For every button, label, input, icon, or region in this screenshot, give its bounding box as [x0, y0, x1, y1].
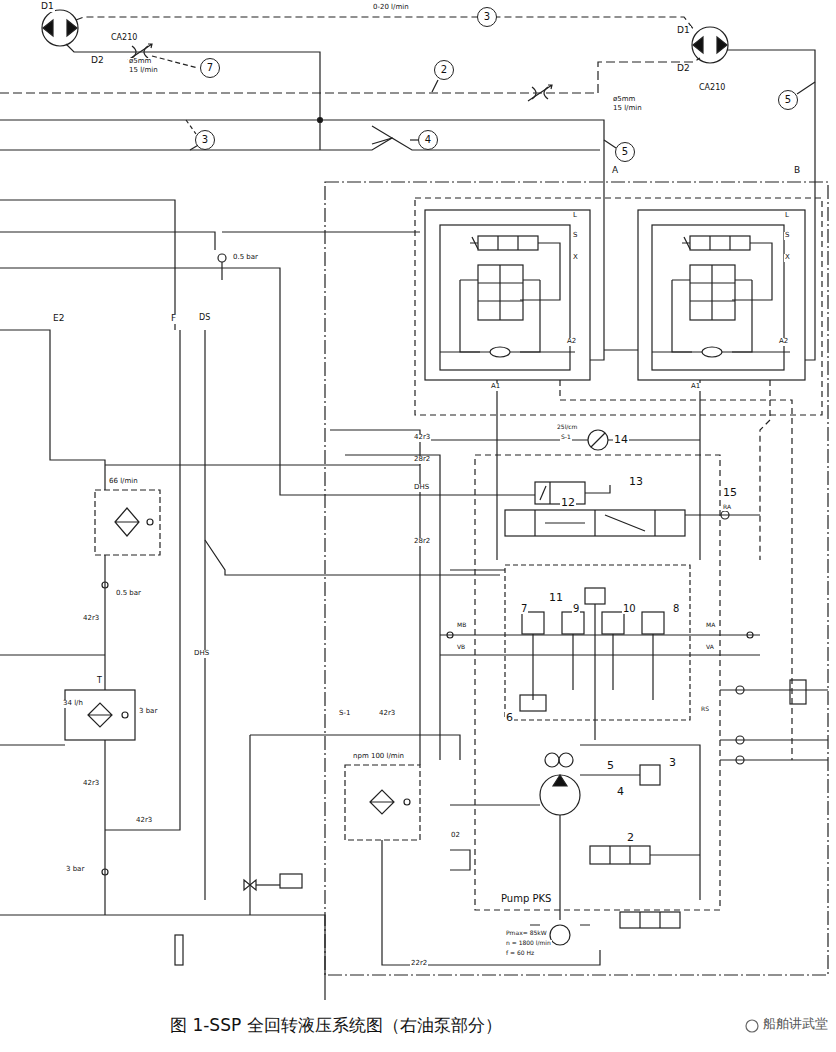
label-text: n = 1800 l/min [505, 940, 552, 947]
label-text: 7 [520, 603, 528, 614]
callout-circle: 5 [615, 142, 635, 162]
label-text: 22r2 [410, 960, 428, 968]
callout-number: 7 [207, 63, 213, 73]
callout-circle: 7 [200, 58, 220, 78]
label-text: 42r3 [82, 615, 100, 623]
label-text: T [96, 677, 103, 686]
label-text: VA [705, 644, 715, 651]
figure-caption: 图 1-SSP 全回转液压系统图（右油泵部分） [170, 1014, 502, 1037]
label-text: CA210 [698, 84, 726, 93]
label-text: L [572, 212, 578, 220]
label-text: 8 [672, 603, 680, 614]
label-text: A1 [690, 383, 701, 391]
callout-circle: 5 [778, 90, 798, 110]
label-text: 42r3 [413, 434, 431, 442]
label-text: X [572, 254, 579, 262]
label-text: D2 [90, 56, 105, 66]
label-text: 66 l/min [108, 478, 139, 486]
label-text: S [784, 232, 790, 240]
callout-number: 2 [441, 65, 447, 75]
callout-number: 3 [202, 135, 208, 145]
label-text: MB [456, 622, 467, 629]
callout-number: 4 [425, 135, 431, 145]
callout-number: 5 [785, 95, 791, 105]
callout-circle: 2 [434, 60, 454, 80]
label-text: ø5mm [128, 58, 152, 66]
label-text: L [784, 212, 790, 220]
label-text: S-1 [338, 710, 351, 718]
label-text: 42r3 [82, 780, 100, 788]
label-text: 4 [616, 786, 625, 798]
label-text: 3 [668, 757, 677, 769]
label-text: A2 [566, 338, 577, 346]
label-text: A [611, 166, 619, 176]
label-text: 42r3 [135, 817, 153, 825]
label-text: 28r2 [413, 538, 431, 546]
label-text: 0.5 bar [115, 590, 142, 598]
label-text: 2 [626, 832, 635, 844]
label-text: 5 [606, 760, 615, 772]
label-text: VB [456, 644, 466, 651]
label-text: F [170, 314, 177, 324]
label-text: ø5mm [612, 96, 636, 104]
callout-circle: 4 [418, 130, 438, 150]
callout-number: 5 [622, 147, 628, 157]
label-text: B [793, 166, 801, 176]
label-text: 0-20 l/min [372, 4, 410, 12]
label-text: 3 bar [65, 866, 85, 874]
callout-circle: 3 [195, 130, 215, 150]
label-text: D1 [676, 26, 691, 36]
callout-circle: 3 [477, 7, 497, 27]
label-text: 13 [628, 476, 644, 488]
label-text: 15 l/min [612, 105, 643, 113]
label-text: 42r3 [378, 710, 396, 718]
label-text: 船舶讲武堂 [762, 1017, 829, 1031]
label-text: 34 l/h [62, 700, 84, 708]
callout-number: 3 [484, 12, 490, 22]
label-text: npm 100 l/min [352, 753, 405, 761]
label-text: MA [705, 622, 716, 629]
label-text: 0.5 bar [232, 254, 259, 262]
label-text: 9 [572, 603, 580, 614]
label-text: E2 [52, 314, 65, 324]
label-text: DHS [193, 650, 210, 658]
label-text: A1 [490, 383, 501, 391]
label-text: 12 [560, 497, 576, 509]
label-text: DS [198, 314, 211, 323]
label-text: S-1 [560, 434, 572, 441]
label-text: 11 [548, 592, 564, 604]
label-text: S [572, 232, 578, 240]
label-text: DHS [413, 484, 430, 492]
label-text: RA [722, 504, 732, 511]
label-text: f = 60 Hz [505, 950, 535, 957]
label-text: CA210 [110, 34, 138, 43]
label-text: RS [700, 706, 710, 713]
label-text: 25l/cm [556, 424, 578, 431]
label-text: D2 [676, 64, 691, 74]
label-text: 28r2 [413, 456, 431, 464]
label-text: Pmax= 85kW [505, 930, 548, 937]
label-text: A2 [778, 338, 789, 346]
label-text: X [784, 254, 791, 262]
label-text: 10 [622, 603, 637, 614]
label-text: D1 [40, 2, 55, 12]
label-text: 02 [450, 832, 461, 840]
label-text: 15 [722, 487, 738, 499]
label-text: 6 [505, 712, 514, 724]
label-text: 14 [613, 434, 629, 446]
label-text: 15 l/min [128, 67, 159, 75]
label-text: 3 bar [138, 708, 158, 716]
label-text: Pump PKS [500, 893, 552, 904]
